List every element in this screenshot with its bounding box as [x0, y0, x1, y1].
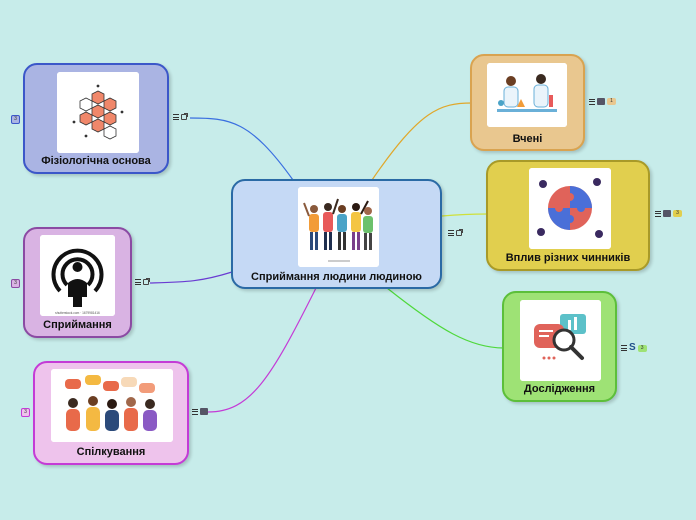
node-vplyv[interactable]: Вплив різних чинників [486, 160, 650, 271]
notes-icon[interactable] [192, 408, 198, 415]
scientists-image [487, 63, 567, 127]
gallery-icon[interactable] [597, 98, 605, 105]
node-vcheni-icons: 1 [589, 98, 616, 105]
gallery-icon[interactable] [200, 408, 208, 415]
research-chat-image [520, 300, 601, 381]
sticker-caption: shutterstock.com · 1679981416 [55, 311, 100, 315]
link-doslidzhennia [386, 287, 505, 349]
node-spilkuvannia[interactable]: Спілкування [33, 361, 189, 465]
people-talking-image [51, 369, 173, 442]
node-vplyv-label: Вплив різних чинників [505, 252, 631, 264]
node-vplyv-icons: 3 [655, 210, 682, 217]
link-icon[interactable] [456, 229, 463, 236]
collapse-badge[interactable]: 3 [11, 115, 20, 124]
notes-icon[interactable] [621, 345, 627, 351]
link-icon[interactable] [181, 113, 188, 120]
collapse-badge[interactable]: 3 [11, 279, 20, 288]
notes-icon[interactable] [173, 114, 179, 120]
link-icon[interactable] [143, 278, 150, 285]
node-vcheni[interactable]: Вчені [470, 54, 585, 151]
molecule-image [57, 72, 139, 153]
node-spilkuvannia-icons [192, 408, 208, 415]
people-group-image [298, 187, 379, 267]
central-node[interactable]: Сприймання людини людиною [231, 179, 442, 289]
node-fiziologiya-label: Фізіологічна основа [41, 155, 151, 167]
node-doslidzhennia-label: Дослідження [523, 383, 596, 395]
node-spryimannia-icons [135, 278, 150, 285]
notes-icon[interactable] [589, 98, 595, 105]
podcast-person-image: shutterstock.com · 1679981416 [40, 235, 115, 316]
central-label: Сприймання людини людиною [251, 271, 422, 283]
node-fiziologiya-icons [173, 113, 188, 120]
person-figure [303, 202, 319, 250]
notes-icon[interactable] [655, 210, 661, 217]
central-icons [448, 229, 463, 236]
node-doslidzhennia[interactable]: Дослідження [502, 291, 617, 402]
child-count-badge[interactable]: 1 [607, 98, 616, 105]
gallery-icon[interactable] [663, 210, 671, 217]
script-icon[interactable]: S [629, 342, 636, 353]
link-spilkuvannia [207, 287, 317, 413]
node-vcheni-label: Вчені [512, 133, 543, 145]
link-vcheni [371, 102, 473, 181]
puzzle-head-image [529, 168, 611, 249]
collapse-badge[interactable]: 3 [21, 408, 30, 417]
link-fiziologiya [189, 117, 294, 181]
node-spryimannia[interactable]: shutterstock.com · 1679981416 Сприймання [23, 227, 132, 338]
child-count-badge[interactable]: 3 [673, 210, 682, 217]
node-fiziologiya[interactable]: Фізіологічна основа [23, 63, 169, 174]
node-spryimannia-label: Сприймання [43, 319, 112, 331]
notes-icon[interactable] [135, 279, 141, 285]
child-count-badge[interactable]: 3 [637, 344, 647, 352]
node-doslidzhennia-icons: S 3 [621, 343, 647, 353]
node-spilkuvannia-label: Спілкування [76, 446, 146, 458]
link-vplyv [441, 213, 489, 217]
link-spryimannia [149, 271, 233, 284]
notes-icon[interactable] [448, 230, 454, 236]
